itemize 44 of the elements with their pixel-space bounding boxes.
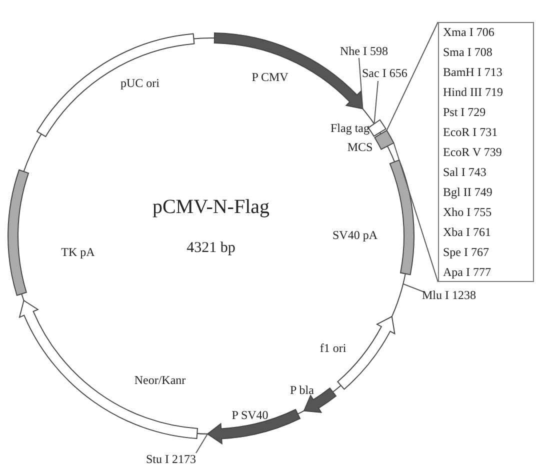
site-label: Pst I 729 xyxy=(443,105,487,119)
feature-label: MCS xyxy=(347,140,373,154)
leader-line xyxy=(358,58,364,110)
plasmid-size: 4321 bp xyxy=(186,239,236,257)
site-label: Apa I 777 xyxy=(443,265,492,279)
site-label: Sma I 708 xyxy=(443,45,494,59)
sequence-segment xyxy=(214,32,364,110)
feature-label: P bla xyxy=(290,383,314,397)
feature-label: P CMV xyxy=(252,70,288,84)
site-label: Sal I 743 xyxy=(443,165,488,179)
site-label: Stu I 2173 xyxy=(146,452,196,466)
sequence-segment xyxy=(389,160,414,276)
leader-line xyxy=(196,434,208,454)
zoom-line xyxy=(386,22,438,131)
leader-line xyxy=(402,283,424,292)
sequence-segment xyxy=(36,33,195,138)
zoom-line xyxy=(393,142,438,282)
feature-label: pUC ori xyxy=(120,76,160,90)
plasmid-name: pCMV-N-Flag xyxy=(152,196,270,218)
site-block xyxy=(374,130,394,150)
site-list-box xyxy=(438,22,534,282)
site-label: Sac I 656 xyxy=(362,66,408,80)
feature-label: P SV40 xyxy=(232,408,268,422)
feature-label: Neor/Kanr xyxy=(134,373,186,387)
site-label: Mlu I 1238 xyxy=(422,288,476,302)
site-label: EcoR I 731 xyxy=(443,125,499,139)
sequence-segment xyxy=(8,169,29,296)
feature-label: f1 ori xyxy=(320,341,346,355)
sequence-segment xyxy=(207,409,300,444)
site-label: Xho I 755 xyxy=(443,205,493,219)
site-label: Spe I 767 xyxy=(443,245,490,259)
site-label: Hind III 719 xyxy=(443,85,504,99)
leader-line xyxy=(374,80,378,124)
feature-label: TK pA xyxy=(61,245,95,259)
sequence-segment xyxy=(19,300,198,439)
feature-label: Flag tag xyxy=(330,121,370,135)
site-label: EcoR V 739 xyxy=(443,145,503,159)
site-label: Xma I 706 xyxy=(443,25,496,39)
site-block xyxy=(368,119,386,137)
site-label: BamH I 713 xyxy=(443,65,504,79)
feature-label: SV40 pA xyxy=(332,228,378,242)
site-label: Xba I 761 xyxy=(443,225,492,239)
site-label: Nhe I 598 xyxy=(340,44,388,58)
site-label: Bgl II 749 xyxy=(443,185,494,199)
